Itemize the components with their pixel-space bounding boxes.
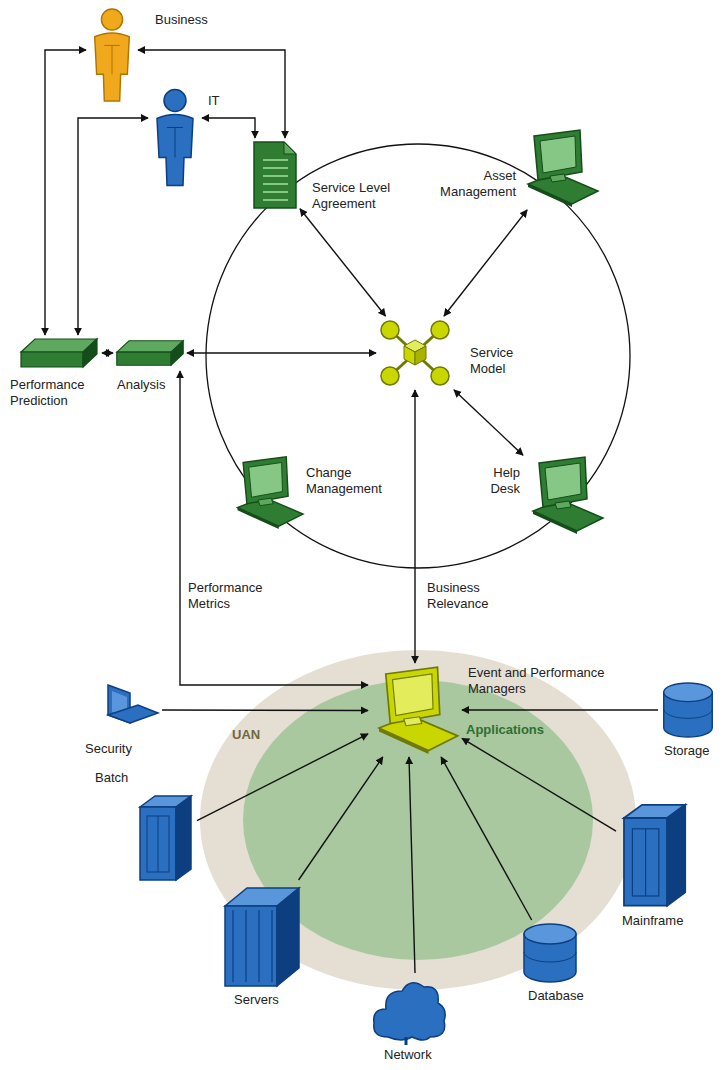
mainframe-node: Mainframe: [618, 798, 690, 910]
node-label: Service Level Agreement: [312, 180, 422, 212]
connector: [444, 210, 527, 316]
region-label: UAN: [232, 727, 260, 743]
node-label: Batch: [95, 770, 128, 786]
node-label: Network: [384, 1047, 432, 1063]
module-node: Analysis: [115, 337, 185, 369]
person-icon: [150, 85, 200, 190]
service-model-icon: [378, 318, 452, 388]
service-model-node: Service Model: [378, 318, 452, 388]
computer-node: Asset Management: [520, 128, 600, 208]
person-node: Business: [88, 5, 136, 105]
tower-node: Batch: [135, 792, 195, 882]
computer-icon: [525, 455, 605, 535]
connector: [414, 390, 415, 663]
connector: [187, 352, 376, 353]
uan-band: [200, 650, 636, 990]
connector: [300, 209, 386, 316]
node-label: Asset Management: [428, 168, 516, 200]
tower-icon: [618, 798, 690, 910]
region-label: Applications: [466, 722, 544, 738]
computer-node: Help Desk: [525, 455, 605, 535]
module-icon: [115, 337, 185, 369]
node-label: Security: [85, 741, 132, 757]
connector: [409, 757, 415, 973]
connector: [197, 734, 368, 821]
connector: [462, 709, 658, 710]
cylinder-icon: [520, 922, 580, 984]
connector: [462, 738, 616, 831]
document-node: Service Level Agreement: [248, 140, 298, 210]
connector: [78, 118, 148, 335]
laptop-node: Security: [100, 683, 160, 738]
node-label: IT: [208, 93, 220, 109]
connector-label: Performance Metrics: [186, 580, 290, 612]
node-label: Analysis: [117, 377, 165, 393]
connector: [45, 50, 86, 335]
node-label: Event and Performance Managers: [468, 665, 640, 697]
manager-node: Event and Performance Managers: [370, 665, 460, 755]
node-label: Business: [155, 12, 208, 28]
node-label: Database: [528, 988, 584, 1004]
connector: [202, 118, 255, 138]
server-rack-icon: [220, 882, 302, 988]
node-label: Servers: [234, 992, 279, 1008]
network-node: Network: [368, 975, 450, 1045]
connector: [102, 352, 113, 353]
computer-icon: [520, 128, 600, 208]
module-icon: [18, 337, 100, 369]
computer-icon: [370, 665, 460, 755]
computer-node: Change Management: [230, 455, 305, 530]
node-label: Mainframe: [622, 913, 683, 929]
person-icon: [88, 5, 136, 105]
database-node: Database: [520, 922, 580, 984]
document-icon: [248, 140, 298, 210]
node-label: Help Desk: [470, 465, 520, 497]
node-label: Change Management: [306, 465, 398, 497]
connector: [441, 757, 532, 920]
storage-node: Storage: [660, 680, 716, 740]
computer-icon: [230, 455, 305, 530]
laptop-icon: [100, 683, 160, 738]
node-label: Performance Prediction: [10, 377, 110, 409]
connector: [454, 390, 523, 455]
connector-label: Business Relevance: [425, 580, 513, 612]
node-label: Service Model: [470, 345, 532, 377]
tower-icon: [135, 792, 195, 882]
cloud-icon: [368, 975, 450, 1045]
node-label: Storage: [664, 743, 710, 759]
connector: [180, 371, 368, 685]
cylinder-icon: [660, 680, 716, 740]
connector: [299, 757, 383, 880]
person-node: IT: [150, 85, 200, 190]
connector: [162, 709, 368, 711]
rack-node: Servers: [220, 882, 302, 988]
module-node: Performance Prediction: [18, 337, 100, 369]
